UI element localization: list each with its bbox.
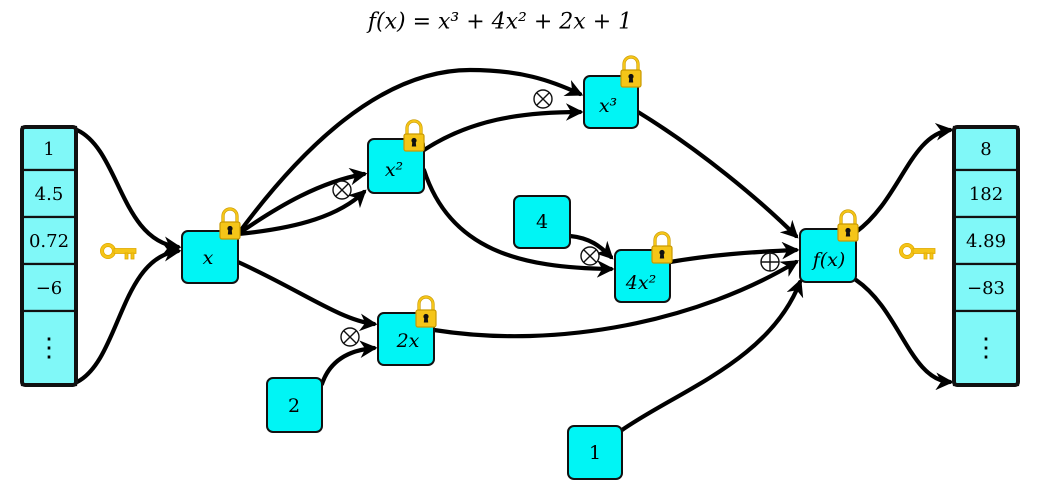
node-const-1[interactable]: 1 xyxy=(567,425,623,480)
output-column-cell xyxy=(952,215,1020,266)
lock-icon xyxy=(836,209,860,243)
edge-2x-to-fx xyxy=(431,259,800,339)
edge-fx-to-output-bottom xyxy=(853,277,954,391)
node-2x[interactable]: 2x xyxy=(377,295,438,366)
multiply-operator-4x2 xyxy=(580,246,600,266)
output-column-cell-value: 182 xyxy=(969,184,1003,205)
edge-input-top-to-x xyxy=(74,127,182,255)
output-column-frame xyxy=(952,125,1020,387)
node-const-4-label: 4 xyxy=(536,211,548,233)
edge-x-to-x2-a xyxy=(235,167,368,237)
multiply-operator-x2 xyxy=(332,180,352,200)
edge-fx-to-output-top xyxy=(853,123,954,235)
node-fx-label: f(x) xyxy=(811,249,846,271)
edge-4-to-4x2 xyxy=(567,233,614,260)
key-icon xyxy=(100,243,138,261)
node-x-squared-label: x² xyxy=(385,159,403,181)
edge-x2-to-4x2 xyxy=(421,167,615,278)
key-icon xyxy=(899,243,937,261)
edge-x-to-2x xyxy=(235,259,378,332)
edge-x-to-x3 xyxy=(235,67,584,237)
node-x-label: x xyxy=(203,247,214,269)
node-x-cubed-label: x³ xyxy=(599,95,617,117)
input-column-cell-value: −6 xyxy=(36,278,63,299)
lock-icon xyxy=(650,231,674,265)
node-x[interactable]: x xyxy=(181,207,242,284)
node-x-squared[interactable]: x² xyxy=(367,119,426,194)
input-column-cell-value: ⋮ xyxy=(36,333,62,363)
input-column-frame xyxy=(20,125,78,387)
node-fx[interactable]: f(x) xyxy=(799,209,860,283)
edge-4x2-to-fx xyxy=(667,241,800,265)
output-column-cell-value: ⋮ xyxy=(973,333,999,363)
edges xyxy=(74,67,954,433)
output-column-cell-value: 8 xyxy=(980,139,991,160)
node-const-2-label: 2 xyxy=(288,395,300,417)
node-2x-label: 2x xyxy=(396,330,420,352)
node-x-cubed[interactable]: x³ xyxy=(583,55,643,129)
output-column-cell-value: 4.89 xyxy=(966,231,1006,252)
edge-x-to-x2-b xyxy=(235,189,367,237)
lock-icon xyxy=(402,119,426,153)
add-operator-fx xyxy=(760,252,780,272)
input-column: 1 4.5 0.72 −6 ⋮ xyxy=(20,125,78,387)
edge-x3-to-fx xyxy=(635,109,799,239)
edge-1-to-fx xyxy=(619,278,804,433)
node-4x-squared-label: 4x² xyxy=(625,272,656,294)
multiply-operator-2x xyxy=(340,327,360,347)
output-column-cell xyxy=(952,309,1020,387)
edge-input-bottom-to-x xyxy=(74,243,182,385)
node-const-2[interactable]: 2 xyxy=(266,377,323,433)
output-column-cell-value: −83 xyxy=(967,278,1005,299)
node-const-1-label: 1 xyxy=(589,442,601,464)
node-4x-squared[interactable]: 4x² xyxy=(614,231,674,303)
lock-icon xyxy=(619,55,643,89)
input-column-cell-value: 0.72 xyxy=(29,231,69,252)
edge-2-to-2x xyxy=(319,340,378,387)
edge-x2-to-x3 xyxy=(421,103,584,153)
formula-title: f(x) = x³ + 4x² + 2x + 1 xyxy=(366,10,632,35)
node-const-4[interactable]: 4 xyxy=(513,195,571,249)
lock-icon xyxy=(414,295,438,329)
multiply-operator-x3 xyxy=(533,89,553,109)
lock-icon xyxy=(218,207,242,241)
input-column-cell-value: 1 xyxy=(43,139,54,160)
input-column-cell-value: 4.5 xyxy=(35,184,64,205)
output-column: 8 182 4.89 −83 ⋮ xyxy=(952,125,1020,387)
